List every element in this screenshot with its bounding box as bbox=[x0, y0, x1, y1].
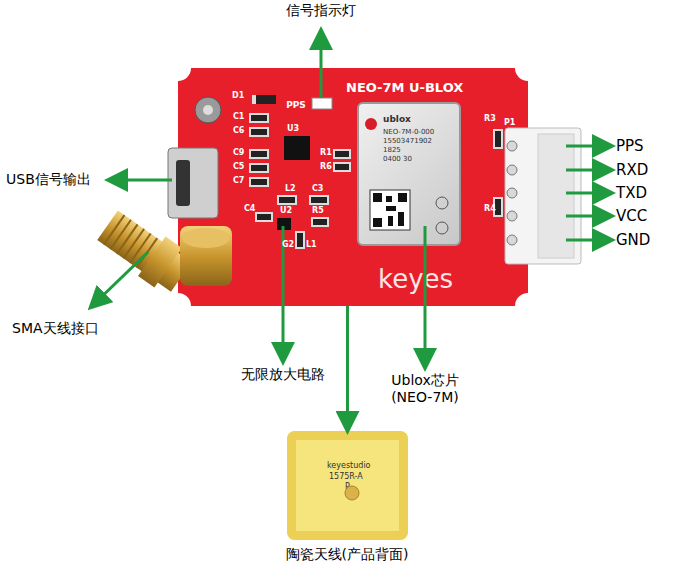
pin-name: RXD bbox=[616, 161, 648, 179]
silkscreen-label: R4 bbox=[484, 204, 496, 214]
silkscreen-label: R3 bbox=[484, 114, 496, 124]
silkscreen-label: C6 bbox=[233, 126, 244, 136]
node-text: 1825 bbox=[383, 146, 401, 154]
silkscreen-label: R1 bbox=[320, 148, 332, 158]
silkscreen-label: P1 bbox=[504, 118, 515, 128]
callout-label: 陶瓷天线(产品背面) bbox=[286, 546, 409, 563]
silkscreen-label: G2 bbox=[282, 240, 294, 250]
node-text: 1575R-A bbox=[329, 472, 363, 482]
node-text: keyes bbox=[378, 264, 453, 295]
pin-name: TXD bbox=[616, 184, 647, 202]
ceramic-antenna: keyestudio1575R-AP bbox=[287, 431, 408, 540]
pin-name: PPS bbox=[616, 137, 644, 155]
node-text: ublox bbox=[383, 114, 411, 125]
silkscreen-label: L2 bbox=[285, 184, 296, 194]
silkscreen-label: C3 bbox=[312, 184, 323, 194]
silkscreen-label: C4 bbox=[244, 204, 255, 214]
silkscreen-label: C7 bbox=[233, 176, 244, 186]
silkscreen-label: R6 bbox=[320, 162, 332, 172]
silkscreen-label: D1 bbox=[232, 91, 244, 101]
silkscreen-label: U2 bbox=[280, 206, 292, 216]
callout-label: 无限放大电路 bbox=[241, 366, 325, 383]
node-text: NEO-7M-0-000 bbox=[383, 128, 434, 136]
node-text: NEO-7M U-BLOX bbox=[346, 80, 463, 96]
pin-name: VCC bbox=[616, 207, 647, 225]
silkscreen-label: C5 bbox=[233, 162, 244, 172]
silkscreen-label: U3 bbox=[287, 124, 299, 134]
callout-label: Ublox芯片 (NEO-7M) bbox=[382, 372, 468, 406]
node-text: keyestudio bbox=[327, 461, 371, 471]
node-text: 15503471902 bbox=[383, 137, 432, 145]
silkscreen-label: PPS bbox=[286, 100, 306, 111]
callout-label: USB信号输出 bbox=[6, 171, 91, 188]
callout-label: 信号指示灯 bbox=[286, 2, 356, 19]
silkscreen-label: C1 bbox=[233, 112, 244, 122]
pin-name: GND bbox=[616, 231, 650, 249]
silkscreen-label: R5 bbox=[312, 206, 324, 216]
node-text: 0400 30 bbox=[383, 155, 412, 163]
silkscreen-label: L1 bbox=[306, 240, 317, 250]
silkscreen-label: C9 bbox=[233, 148, 244, 158]
callout-arrow bbox=[346, 306, 349, 429]
callout-label: SMA天线接口 bbox=[12, 320, 99, 337]
